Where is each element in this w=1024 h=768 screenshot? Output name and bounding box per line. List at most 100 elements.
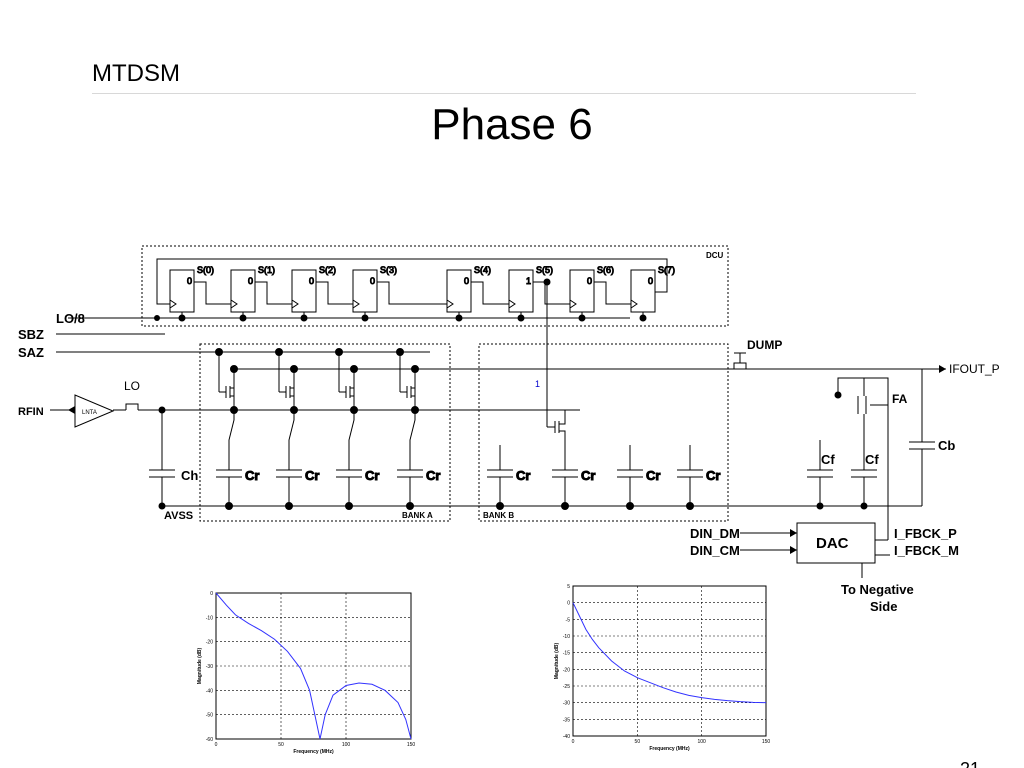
x-tick-label: 50 [635, 739, 641, 745]
x-axis-label: Frequency (MHz) [649, 746, 690, 752]
y-axis-label: Magnitude (dB) [554, 642, 560, 679]
clock-node-0 [178, 314, 186, 322]
lo8-label: LO/8 [56, 311, 85, 326]
y-tick-label: -40 [206, 688, 213, 694]
x-tick-label: 0 [572, 739, 575, 745]
y-tick-label: -15 [563, 651, 570, 657]
bank-a-cap-1-label: Cr [305, 468, 319, 483]
y-tick-label: -30 [563, 701, 570, 707]
series-line-0 [572, 602, 767, 704]
negative-side-label-2: Side [870, 599, 897, 614]
s5-value-label: 1 [535, 379, 540, 389]
stage-name-2: S(2) [319, 265, 336, 275]
ff-link-0 [194, 281, 231, 305]
stage-value-5: 1 [526, 276, 531, 286]
ff-link-3 [377, 281, 447, 305]
saz-label: SAZ [18, 345, 44, 360]
stage-name-0: S(0) [197, 265, 214, 275]
y-tick-label: -20 [206, 640, 213, 646]
lo-switch [125, 403, 139, 410]
x-tick-label: 150 [762, 739, 771, 745]
y-tick-label: -5 [566, 617, 571, 623]
stage-value-0: 0 [187, 276, 192, 286]
bank-b-box [478, 343, 729, 522]
dcu-box [141, 245, 729, 327]
y-tick-label: 0 [567, 601, 570, 607]
x-tick-label: 100 [697, 739, 706, 745]
x-axis-label: Frequency (MHz) [293, 749, 334, 755]
ff-link-5 [533, 281, 570, 305]
y-tick-label: 5 [567, 584, 570, 590]
sbz-label: SBZ [18, 327, 44, 342]
y-tick-label: -20 [563, 667, 570, 673]
ff-link-6 [594, 281, 631, 305]
dump-label: DUMP [747, 338, 782, 352]
y-tick-label: -50 [206, 713, 213, 719]
y-tick-label: -10 [206, 615, 213, 621]
bank-b-cap-1-label: Cr [581, 468, 595, 483]
clock-node-2 [300, 314, 308, 322]
header-divider [92, 93, 916, 94]
plot-frame [572, 585, 767, 737]
stage-value-1: 0 [248, 276, 253, 286]
dump-switch [733, 362, 747, 369]
ifbck-p-label: I_FBCK_P [894, 526, 957, 541]
clock-node-7 [639, 314, 647, 322]
bank-a-cap-0-label: Cr [245, 468, 259, 483]
stage-name-6: S(6) [597, 265, 614, 275]
clock-node-6 [578, 314, 586, 322]
stage-name-1: S(1) [258, 265, 275, 275]
bank-b-cap-0-label: Cr [516, 468, 530, 483]
x-tick-label: 150 [407, 742, 416, 748]
x-tick-label: 50 [278, 742, 284, 748]
bank-a-cap-3-label: Cr [426, 468, 440, 483]
series-line-0 [215, 592, 412, 740]
rfin-label: RFIN [18, 406, 44, 418]
ifbck-m-label: I_FBCK_M [894, 543, 959, 558]
ch-label: Ch [181, 468, 198, 483]
bank-a-label: BANK A [402, 511, 433, 520]
bank-b-cap-3-label: Cr [706, 468, 720, 483]
bank-b-label: BANK B [483, 511, 514, 520]
slide-title: Phase 6 [431, 100, 593, 149]
dac-block [796, 522, 876, 564]
lnta-label: LNTA [82, 410, 97, 416]
stage-name-3: S(3) [380, 265, 397, 275]
fa-label: FA [892, 392, 908, 406]
stage-value-4: 0 [464, 276, 469, 286]
x-tick-label: 100 [342, 742, 351, 748]
negative-side-label-1: To Negative [841, 582, 914, 597]
clock-node-3 [361, 314, 369, 322]
stage-name-7: S(7) [658, 265, 675, 275]
cf-label-2: Cf [865, 452, 879, 467]
ff-link-1 [255, 281, 292, 305]
page-number: 21 [960, 759, 980, 768]
stage-name-5: S(5) [536, 265, 553, 275]
y-tick-label: -25 [563, 684, 570, 690]
stage-value-3: 0 [370, 276, 375, 286]
stage-value-6: 0 [587, 276, 592, 286]
bank-a-cap-2-label: Cr [365, 468, 379, 483]
bank-b-cap-2-label: Cr [646, 468, 660, 483]
y-tick-label: -10 [563, 634, 570, 640]
y-tick-label: -40 [563, 734, 570, 740]
clock-node-1 [239, 314, 247, 322]
dac-label: DAC [816, 535, 849, 552]
cb-label: Cb [938, 438, 955, 453]
y-tick-label: -35 [563, 717, 570, 723]
din-dm-label: DIN_DM [690, 526, 740, 541]
dcu-feedback-wire [156, 258, 668, 305]
din-cm-label: DIN_CM [690, 543, 740, 558]
bank-a-box [199, 343, 451, 522]
ifout-label: IFOUT_P [949, 362, 1000, 376]
dcu-label: DCU [706, 251, 724, 260]
stage-value-2: 0 [309, 276, 314, 286]
x-tick-label: 0 [215, 742, 218, 748]
clock-node-5 [517, 314, 525, 322]
slide-header: MTDSM [92, 60, 180, 87]
y-tick-label: -60 [206, 737, 213, 743]
stage-name-4: S(4) [474, 265, 491, 275]
